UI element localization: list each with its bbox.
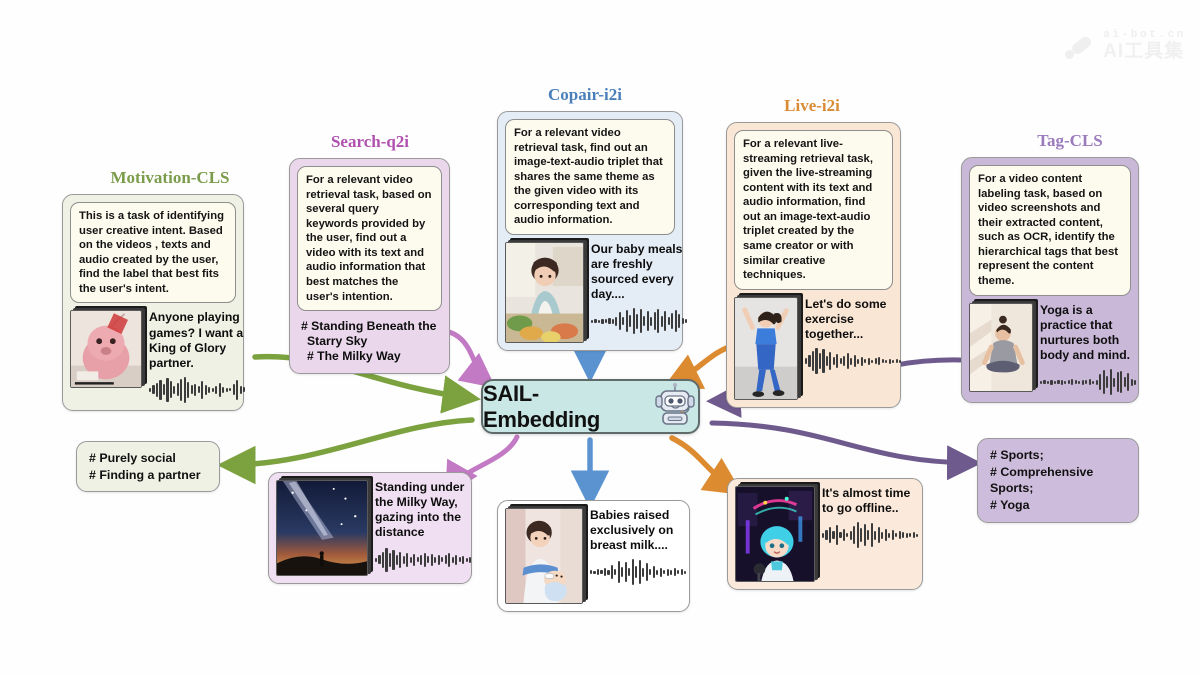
task-panel-live-i2i[interactable]: For a relevant live-streaming retrieval … [726,122,902,408]
task-sample-copair-i2i: Our baby meals are freshly sourced every… [505,237,688,343]
output-chip-tag[interactable]: # Sports; # Comprehensive Sports; # Yoga [977,438,1139,523]
task-prompt-copair-i2i: For a relevant video retrieval task, fin… [505,119,675,235]
task-prompt-tag-cls: For a video content labeling task, based… [969,165,1131,296]
task-panel-copair-i2i[interactable]: For a relevant video retrieval task, fin… [497,111,688,351]
thumbnail-milky-way [276,480,368,576]
panel-title-motivation-cls: Motivation-CLS [110,168,230,187]
task-prompt-search-q2i: For a relevant video retrieval task, bas… [297,166,442,312]
thumbnail-woman-exercising [734,296,798,400]
watermark-domain: ai-bot.cn [1103,29,1186,41]
output-caption-search: Standing under the Milky Way, gazing int… [375,480,465,540]
task-sample-tag-cls: Yoga is a practice that nurtures both bo… [969,298,1137,395]
output-sample-copair: Babies raised exclusively on breast milk… [505,504,687,604]
thumbnail-yoga-meditation [969,302,1033,392]
thumbnail-stack [276,476,373,576]
center-node-label: SAIL-Embedding [483,380,601,432]
audio-waveform-icon [591,308,688,335]
thumbnail-stack [735,482,820,582]
task-caption-search-q2i: # Standing Beneath the Starry Sky # The … [301,319,437,364]
output-panel-search[interactable]: Standing under the Milky Way, gazing int… [268,472,472,584]
task-prompt-live-i2i: For a relevant live-streaming retrieval … [734,130,893,290]
output-caption-copair: Babies raised exclusively on breast milk… [590,508,674,553]
arrow-tag-out [709,420,982,481]
watermark-logo-icon [1065,31,1095,61]
watermark: ai-bot.cn AI工具集 [1065,29,1186,62]
task-caption-live-i2i: Let's do some exercise together... [805,296,887,341]
audio-waveform-icon [822,522,919,549]
output-caption-live: It's almost time to go offline.. [822,486,911,516]
arrow-motivation-out [217,417,475,485]
output-panel-copair[interactable]: Babies raised exclusively on breast milk… [497,500,690,612]
output-sample-live: It's almost time to go offline.. [735,482,919,582]
panel-title-live-i2i: Live-i2i [784,96,840,115]
task-sample-live-i2i: Let's do some exercise together... [734,292,902,400]
thumbnail-stack [505,504,588,604]
output-sample-search: Standing under the Milky Way, gazing int… [276,476,472,576]
thumbnail-mother-baby [505,508,583,604]
thumbnail-stack [70,306,147,389]
task-prompt-motivation-cls: This is a task of identifying user creat… [70,202,236,304]
watermark-brand: AI工具集 [1103,40,1185,62]
arrow-live-out [669,435,744,496]
thumbnail-stack [734,292,803,400]
audio-waveform-icon [805,348,902,374]
thumbnail-woman-cooking [505,241,584,343]
thumbnail-anime-streamer [735,486,815,582]
audio-waveform-icon [590,559,687,586]
task-caption-motivation-cls: Anyone playing games? I want a King of G… [149,310,244,370]
task-caption-copair-i2i: Our baby meals are freshly sourced every… [591,241,683,302]
audio-waveform-icon [149,376,246,403]
task-panel-motivation-cls[interactable]: This is a task of identifying user creat… [62,194,246,411]
task-panel-tag-cls[interactable]: For a video content labeling task, based… [961,157,1139,403]
thumbnail-piggy-character [70,310,142,389]
panel-title-search-q2i: Search-q2i [330,132,410,151]
audio-waveform-icon [1040,369,1137,395]
audio-waveform-icon [375,547,472,573]
task-panel-search-q2i[interactable]: For a relevant video retrieval task, bas… [289,158,450,375]
panel-title-copair-i2i: Copair-i2i [548,85,622,104]
thumbnail-stack [505,237,589,343]
panel-title-tag-cls: Tag-CLS [1037,131,1103,150]
center-node-sail-embedding[interactable]: SAIL-Embedding [481,379,700,434]
output-chip-motivation[interactable]: # Purely social # Finding a partner [76,441,220,493]
output-panel-live[interactable]: It's almost time to go offline.. [727,478,923,590]
task-caption-tag-cls: Yoga is a practice that nurtures both bo… [1040,302,1131,362]
robot-icon [652,381,698,432]
thumbnail-stack [969,298,1038,392]
task-sample-motivation-cls: Anyone playing games? I want a King of G… [70,306,246,403]
